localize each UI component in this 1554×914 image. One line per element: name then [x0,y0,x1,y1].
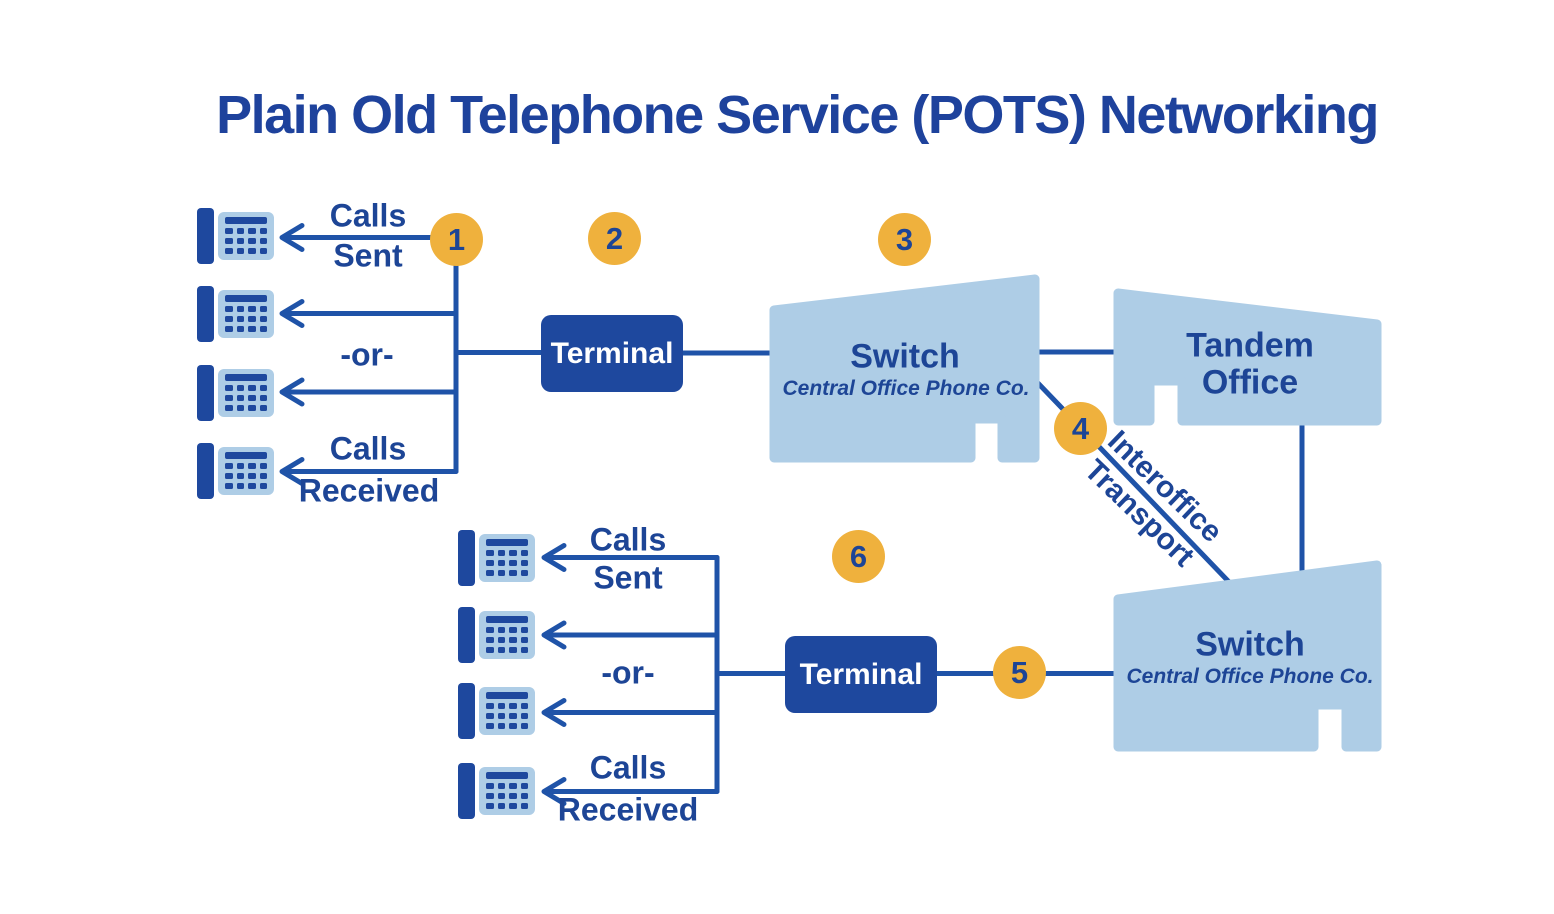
arrowhead-top-3 [279,377,305,407]
label-calls-received-line1: Calls [589,749,667,786]
tandem-office-line2: Office [1201,363,1299,402]
phone-icon [458,530,535,586]
terminal-node-top: Terminal [541,315,683,392]
arrowhead-bottom-2 [541,620,567,650]
arrowhead-top-2 [279,299,305,328]
label-or: -or- [340,336,394,373]
switch-bottom-subtitle: Central Office Phone Co. [1126,665,1374,688]
step-badge-3: 3 [878,213,931,266]
switch-top-title: Switch [850,337,960,376]
phone-body [218,212,274,260]
switch-bottom-title: Switch [1195,625,1305,664]
phone-handset [458,683,475,739]
label-calls-sent-line2: Sent [593,559,663,596]
connector-lines [279,223,1305,806]
phone-handset [197,208,214,264]
step-badge-2: 2 [588,212,641,265]
step-badge-6: 6 [832,530,885,583]
arrowhead-top-4 [279,457,305,486]
phone-icon [458,607,535,663]
switch-top-subtitle: Central Office Phone Co. [782,377,1030,400]
switch-building-bottom [1113,560,1382,752]
label-or: -or- [601,654,655,691]
arrowhead-bottom-1 [541,543,567,572]
label-calls-sent-line1: Calls [329,197,407,234]
phone-handset [197,286,214,342]
phone-body [479,534,535,582]
phone-body [479,611,535,659]
phone-handset [458,607,475,663]
phone-handset [197,443,214,499]
page-title: Plain Old Telephone Service (POTS) Netwo… [216,85,1379,145]
phone-body [218,447,274,495]
arrowhead-bottom-4 [541,777,567,806]
phone-body [218,290,274,338]
phone-icon [458,683,535,739]
phone-icon [197,365,274,421]
switch-building-top [769,274,1040,463]
phone-icon [197,208,274,264]
step-badge-5: 5 [993,646,1046,699]
tandem-office-line1: Tandem [1186,326,1314,365]
terminal-label: Terminal [550,336,674,370]
terminal-node-bottom: Terminal [785,636,937,713]
label-calls-received-line2: Received [557,791,699,828]
label-calls-sent-line1: Calls [589,521,667,558]
phone-handset [197,365,214,421]
phone-handset [458,763,475,819]
label-calls-received-line1: Calls [329,430,407,467]
label-calls-received-line2: Received [298,472,440,509]
tandem-office-building [1113,288,1382,426]
phone-icon [458,763,535,819]
phone-handset [458,530,475,586]
arrowhead-bottom-3 [541,698,567,727]
step-badge-1: 1 [430,213,483,266]
phone-body [218,369,274,417]
terminal-label: Terminal [799,657,923,691]
phone-body [479,767,535,815]
label-calls-sent-line2: Sent [333,237,403,274]
phone-body [479,687,535,735]
step-badge-4: 4 [1054,402,1107,455]
phone-icon [197,286,274,342]
buildings [769,274,1382,752]
phone-icon [197,443,274,499]
arrowhead-top-1 [279,223,305,252]
